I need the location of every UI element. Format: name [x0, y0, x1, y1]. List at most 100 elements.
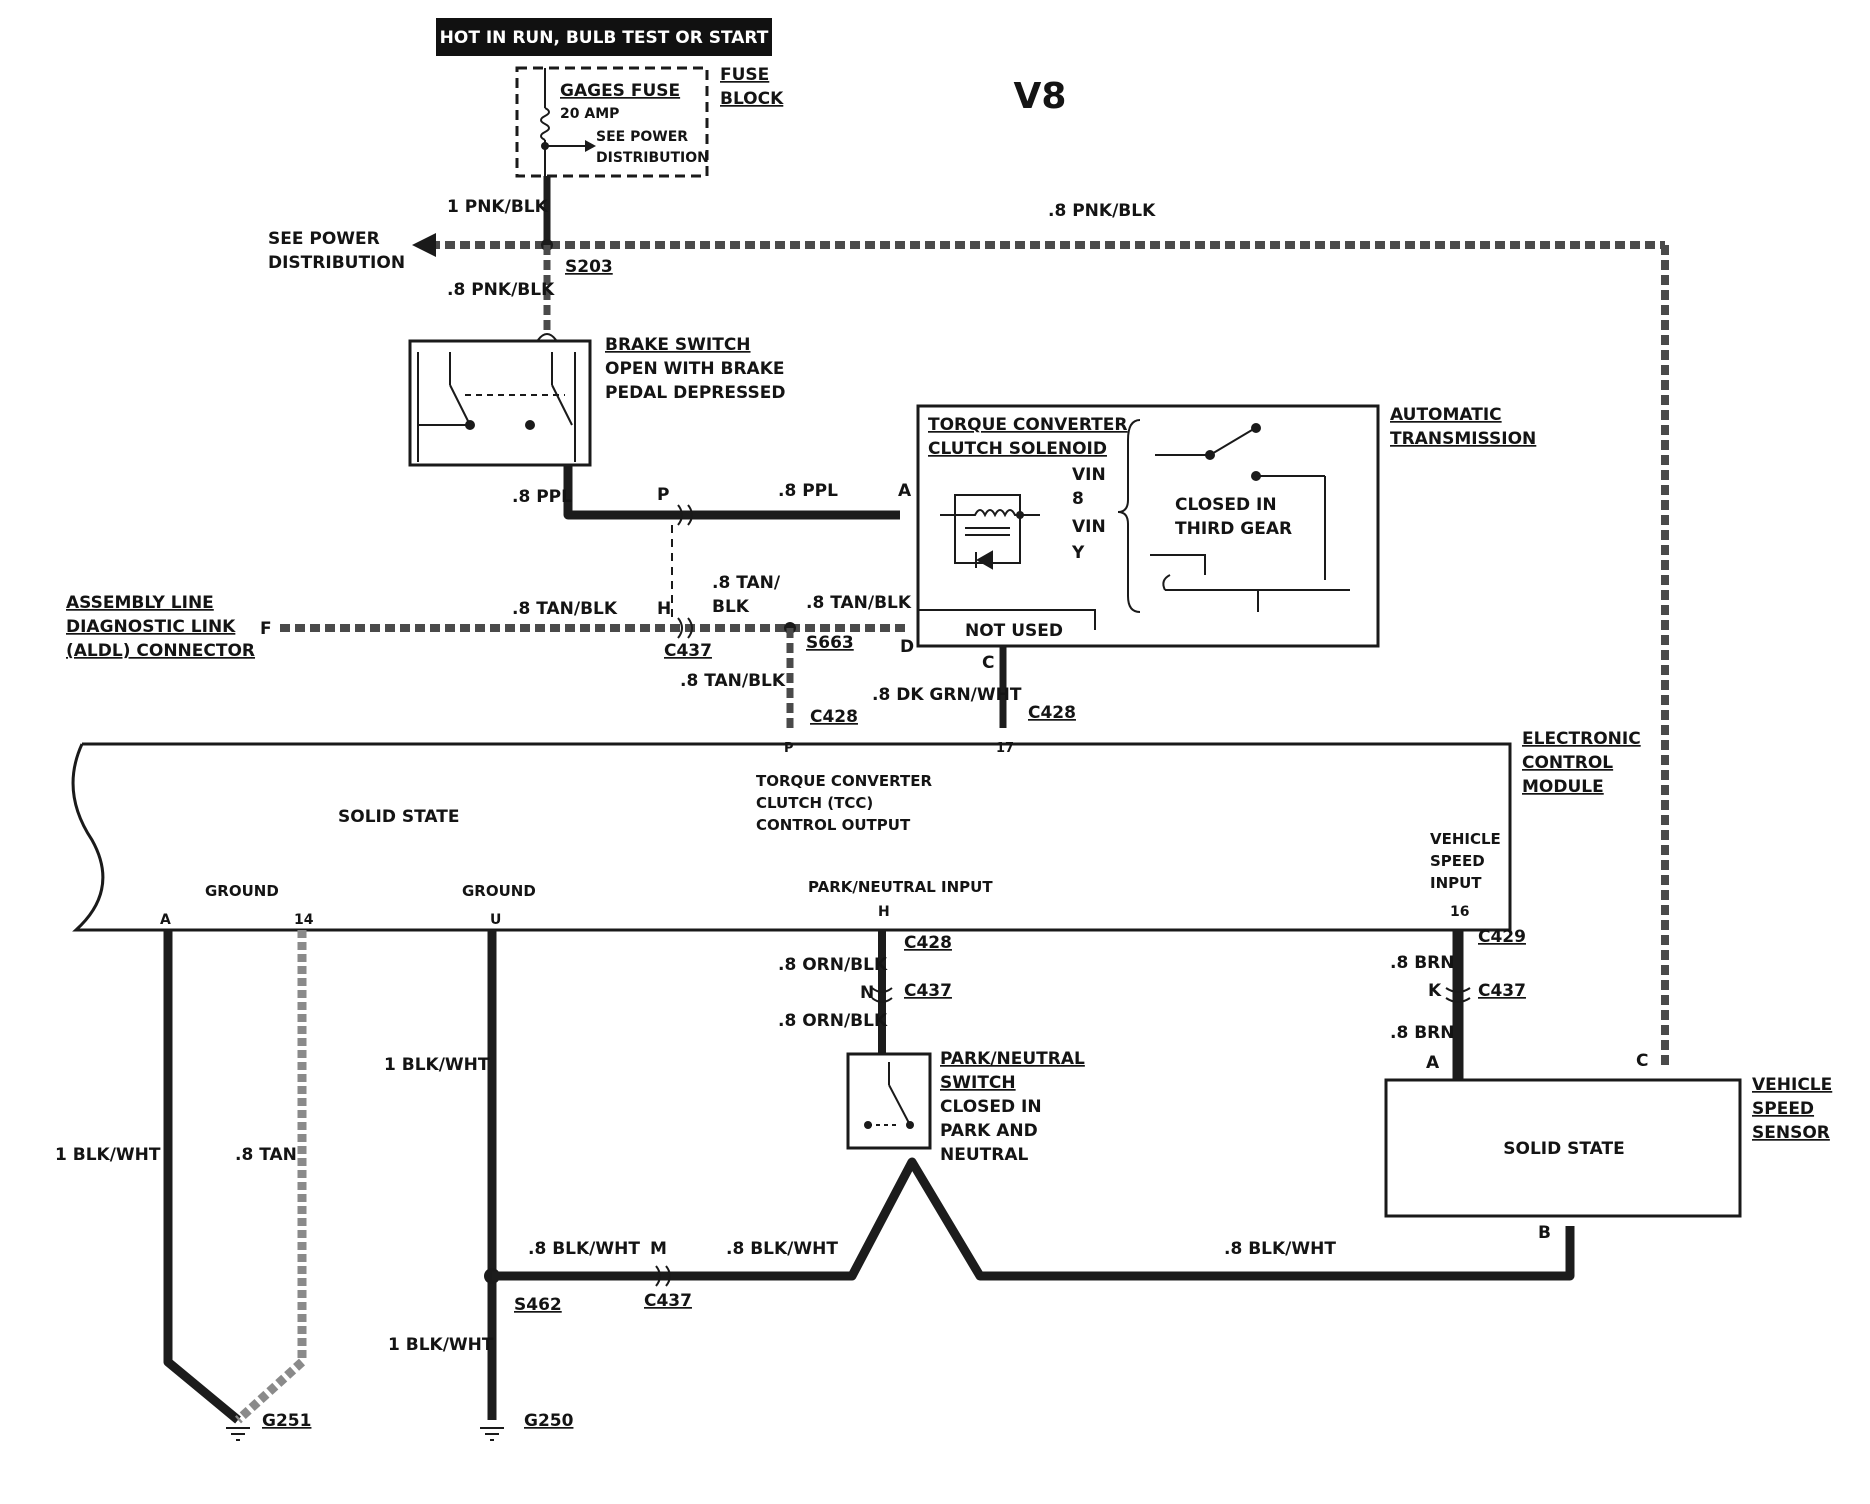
wire-label-pnk-blk-top: .8 PNK/BLK	[1048, 201, 1156, 221]
arrow-left-icon	[412, 233, 436, 257]
ecm-vss-in-2: SPEED	[1430, 852, 1485, 870]
wire-label-dk-grn-wht: .8 DK GRN/WHT	[872, 685, 1022, 705]
vss-label-1: VEHICLE	[1752, 1075, 1832, 1095]
power-dist-2: DISTRIBUTION	[268, 253, 405, 273]
tcc-closed-2: THIRD GEAR	[1175, 519, 1292, 539]
wire-label-blk-wht-mid-lower: 1 BLK/WHT	[388, 1335, 494, 1355]
ecm-label-1: ELECTRONIC	[1522, 729, 1641, 749]
wire-label-tan-blk-split-1: .8 TAN/	[712, 573, 781, 593]
pin-vss-c: C	[1636, 1051, 1648, 1071]
connector-c437-pn: C437	[904, 981, 952, 1001]
pin-k: K	[1428, 981, 1442, 1001]
pin-ecm-a: A	[160, 912, 171, 928]
header-banner	[436, 18, 772, 56]
connector-c437-pn-icon	[871, 987, 893, 1003]
wire-label-tan-blk-aldl: .8 TAN/BLK	[512, 599, 618, 619]
pin-d-mid: D	[900, 637, 914, 657]
wire-label-orn-blk-1: .8 ORN/BLK	[778, 955, 888, 975]
connector-c437-bottom-label: C437	[644, 1291, 692, 1311]
connector-icon	[537, 333, 557, 341]
brake-switch-line-1: OPEN WITH BRAKE	[605, 359, 784, 379]
pin-f-aldl: F	[260, 619, 272, 639]
wire-label-orn-blk-2: .8 ORN/BLK	[778, 1011, 888, 1031]
connector-c437-mid-label: C437	[664, 641, 712, 661]
pin-h-mid: H	[657, 599, 671, 619]
aldl-line-2: DIAGNOSTIC LINK	[66, 617, 236, 637]
ground-g251-label: G251	[262, 1411, 311, 1431]
ecm-label-2: CONTROL	[1522, 753, 1613, 773]
fuse-block-label-1: FUSE	[720, 65, 769, 85]
connector-c428-right: C428	[1028, 703, 1076, 723]
pn-line-3: CLOSED IN	[940, 1097, 1042, 1117]
pin-ecm-14: 14	[294, 912, 314, 928]
wire-label-ppl-left: .8 PPL	[512, 487, 572, 507]
connector-c437-vss-icon	[1445, 987, 1471, 1003]
pin-n: N	[860, 983, 874, 1003]
ground-g251-icon	[226, 1427, 250, 1441]
connector-c437-vss: C437	[1478, 981, 1526, 1001]
pn-line-1: PARK/NEUTRAL	[940, 1049, 1085, 1069]
fuse-block	[515, 66, 709, 178]
brake-switch-line-2: PEDAL DEPRESSED	[605, 383, 785, 403]
wire-label-1-pnk-blk: 1 PNK/BLK	[447, 197, 549, 217]
ecm-tcc-out-2: CLUTCH (TCC)	[756, 794, 873, 812]
transmission-line-1: AUTOMATIC	[1390, 405, 1502, 425]
fuse-note-2: DISTRIBUTION	[596, 150, 709, 166]
wire-label-brn-1: .8 BRN	[1390, 953, 1454, 973]
brake-switch	[408, 339, 592, 467]
ecm-tcc-out-3: CONTROL OUTPUT	[756, 816, 911, 834]
ecm-ground-1: GROUND	[205, 882, 279, 900]
aldl-line-3: (ALDL) CONNECTOR	[66, 641, 255, 661]
ecm-solid-state: SOLID STATE	[338, 807, 459, 827]
ecm-box	[71, 742, 1512, 932]
fuse-icon	[540, 107, 550, 141]
connector-c428-left: C428	[810, 707, 858, 727]
wire-label-tan-blk-right: .8 TAN/BLK	[806, 593, 912, 613]
pin-m: M	[650, 1239, 667, 1259]
connector-c437-top-icon	[677, 504, 693, 526]
connector-c428-pn: C428	[904, 933, 952, 953]
transmission-line-2: TRANSMISSION	[1390, 429, 1536, 449]
tcc-not-used: NOT USED	[965, 621, 1063, 641]
pn-line-2: SWITCH	[940, 1073, 1016, 1093]
pin-a-top: A	[898, 481, 912, 501]
connector-c429: C429	[1478, 927, 1526, 947]
wire-label-blk-wht-08-a: .8 BLK/WHT	[528, 1239, 640, 1259]
aldl-line-1: ASSEMBLY LINE	[66, 593, 214, 613]
vss-box	[1384, 1078, 1742, 1218]
wire-1-blk-wht-left	[163, 930, 241, 1424]
wire-label-blk-wht-08-c: .8 BLK/WHT	[1224, 1239, 1336, 1259]
park-neutral-switch	[846, 1052, 932, 1150]
tcc-closed-1: CLOSED IN	[1175, 495, 1277, 515]
pin-p-ecm: P	[784, 741, 794, 756]
wire-label-pnk-blk: .8 PNK/BLK	[447, 280, 555, 300]
fuse-name: GAGES FUSE	[560, 81, 680, 101]
pin-ecm-16: 16	[1450, 904, 1469, 920]
pin-vss-b: B	[1538, 1223, 1551, 1243]
ground-g250-label: G250	[524, 1411, 574, 1431]
brace-icon	[1117, 419, 1141, 613]
wire-label-tan-left: .8 TAN	[235, 1145, 297, 1165]
fuse-note-1: SEE POWER	[596, 129, 688, 145]
wire-label-ppl-right: .8 PPL	[778, 481, 838, 501]
pn-line-5: NEUTRAL	[940, 1145, 1028, 1165]
tcc-vin-y: Y	[1071, 543, 1085, 563]
wire-08-tan-left	[234, 930, 307, 1424]
wire-label-blk-wht-08-b: .8 BLK/WHT	[726, 1239, 838, 1259]
wire-label-blk-wht-left: 1 BLK/WHT	[55, 1145, 161, 1165]
connector-c437-bottom-icon	[655, 1265, 671, 1287]
wire-label-tan-blk-split-2: BLK	[712, 597, 750, 617]
splice-s663-label: S663	[806, 633, 854, 653]
pin-vss-a: A	[1426, 1053, 1440, 1073]
pin-p-top: P	[657, 485, 669, 505]
tcc-vin-2: VIN	[1072, 517, 1106, 537]
fuse-block-label-2: BLOCK	[720, 89, 784, 109]
pin-ecm-17: 17	[996, 741, 1014, 756]
tcc-solenoid-box	[916, 404, 1380, 648]
pin-c-tcc: C	[982, 653, 994, 673]
tcc-title-2: CLUTCH SOLENOID	[928, 439, 1107, 459]
tcc-vin-1: VIN	[1072, 465, 1106, 485]
ground-g250-icon	[480, 1427, 504, 1441]
pin-ecm-u: U	[490, 912, 501, 928]
